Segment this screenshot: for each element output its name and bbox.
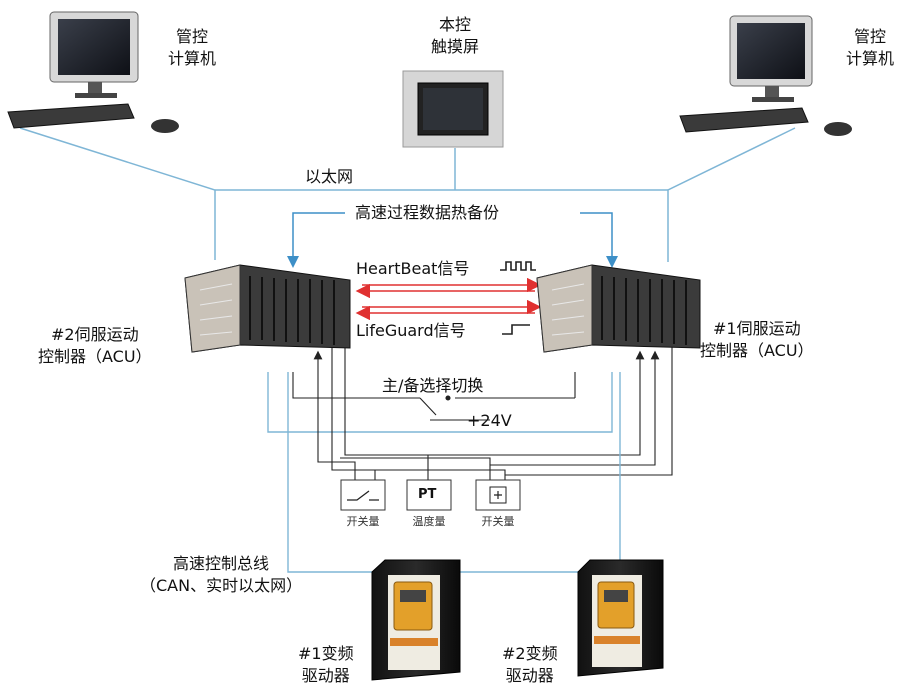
power-label: +24V <box>467 411 512 430</box>
io-temp-symbol: PT <box>418 487 437 502</box>
ethernet-label: 以太网 <box>305 167 354 186</box>
io-temp-box <box>406 479 452 511</box>
pc-left-label: 管控 计算机 <box>168 27 217 68</box>
touchscreen-graphic <box>402 70 504 148</box>
vfd1-graphic <box>371 559 461 681</box>
io-temp-label: 温度量 <box>412 515 446 528</box>
io-switch2-label: 开关量 <box>481 515 515 528</box>
switchover-wiring <box>292 372 576 421</box>
vfd1-label: #1变频 驱动器 <box>298 644 354 685</box>
io-switch1-box <box>340 479 386 511</box>
control-bus-label: 高速控制总线 （CAN、实时以太网） <box>140 554 303 595</box>
vfd2-label: #2变频 驱动器 <box>502 644 558 685</box>
heartbeat-label: HeartBeat信号 <box>356 259 470 278</box>
pc-left-graphic <box>7 11 179 133</box>
pc-right-graphic <box>679 15 852 136</box>
io-switch1-label: 开关量 <box>346 515 380 528</box>
io-wiring <box>313 335 677 480</box>
heartbeat-lifeguard-arrows <box>355 277 542 321</box>
heartbeat-pulse-icon <box>500 261 536 271</box>
acu2-label: #2伺服运动 控制器（ACU） <box>38 325 152 366</box>
hot-backup-link <box>287 212 618 268</box>
lifeguard-label: LifeGuard信号 <box>356 321 466 340</box>
control-bus <box>287 372 621 573</box>
touchscreen-label: 本控 触摸屏 <box>430 15 479 56</box>
acu1-label: #1伺服运动 控制器（ACU） <box>700 319 814 360</box>
hot-backup-label: 高速过程数据热备份 <box>355 203 500 222</box>
acu2-graphic <box>184 264 351 353</box>
io-switch2-box <box>475 479 521 511</box>
acu1-graphic <box>536 264 701 353</box>
vfd2-graphic <box>577 559 664 677</box>
switchover-label: 主/备选择切换 <box>382 376 484 395</box>
pc-right-label: 管控 计算机 <box>846 27 895 68</box>
ethernet-network <box>19 127 796 262</box>
power-bus <box>267 372 613 433</box>
lifeguard-step-icon <box>502 324 530 335</box>
